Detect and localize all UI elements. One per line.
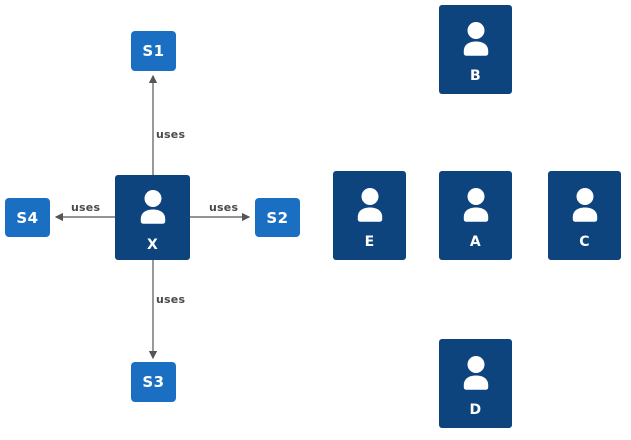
service-box-s3[interactable]: S3 xyxy=(131,362,176,402)
actor-card-c[interactable]: C xyxy=(548,171,621,260)
service-label-s3: S3 xyxy=(142,373,165,391)
service-box-s1[interactable]: S1 xyxy=(131,31,176,71)
actor-label-e: E xyxy=(364,234,375,250)
actor-card-x[interactable]: X xyxy=(115,175,190,260)
service-label-s1: S1 xyxy=(142,42,165,60)
actor-label-b: B xyxy=(470,68,481,84)
person-icon xyxy=(456,185,496,229)
person-icon xyxy=(133,187,173,231)
actor-card-a[interactable]: A xyxy=(439,171,512,260)
person-icon xyxy=(565,185,605,229)
person-icon xyxy=(350,185,390,229)
edge-label-x-to-s4: uses xyxy=(71,201,101,214)
actor-card-b[interactable]: B xyxy=(439,5,512,94)
service-box-s4[interactable]: S4 xyxy=(5,198,50,237)
edge-label-x-to-s3: uses xyxy=(156,293,186,306)
actor-label-x: X xyxy=(146,237,159,253)
person-icon xyxy=(456,353,496,397)
actor-label-c: C xyxy=(579,234,590,250)
service-label-s2: S2 xyxy=(266,208,289,227)
edge-label-x-to-s1: uses xyxy=(156,128,186,141)
service-label-s4: S4 xyxy=(16,208,39,227)
service-box-s2[interactable]: S2 xyxy=(255,198,300,237)
edge-label-x-to-s2: uses xyxy=(209,201,239,214)
actor-card-e[interactable]: E xyxy=(333,171,406,260)
actor-label-a: A xyxy=(469,234,482,250)
actor-card-d[interactable]: D xyxy=(439,339,512,428)
person-icon xyxy=(456,19,496,63)
actor-label-d: D xyxy=(469,402,482,418)
